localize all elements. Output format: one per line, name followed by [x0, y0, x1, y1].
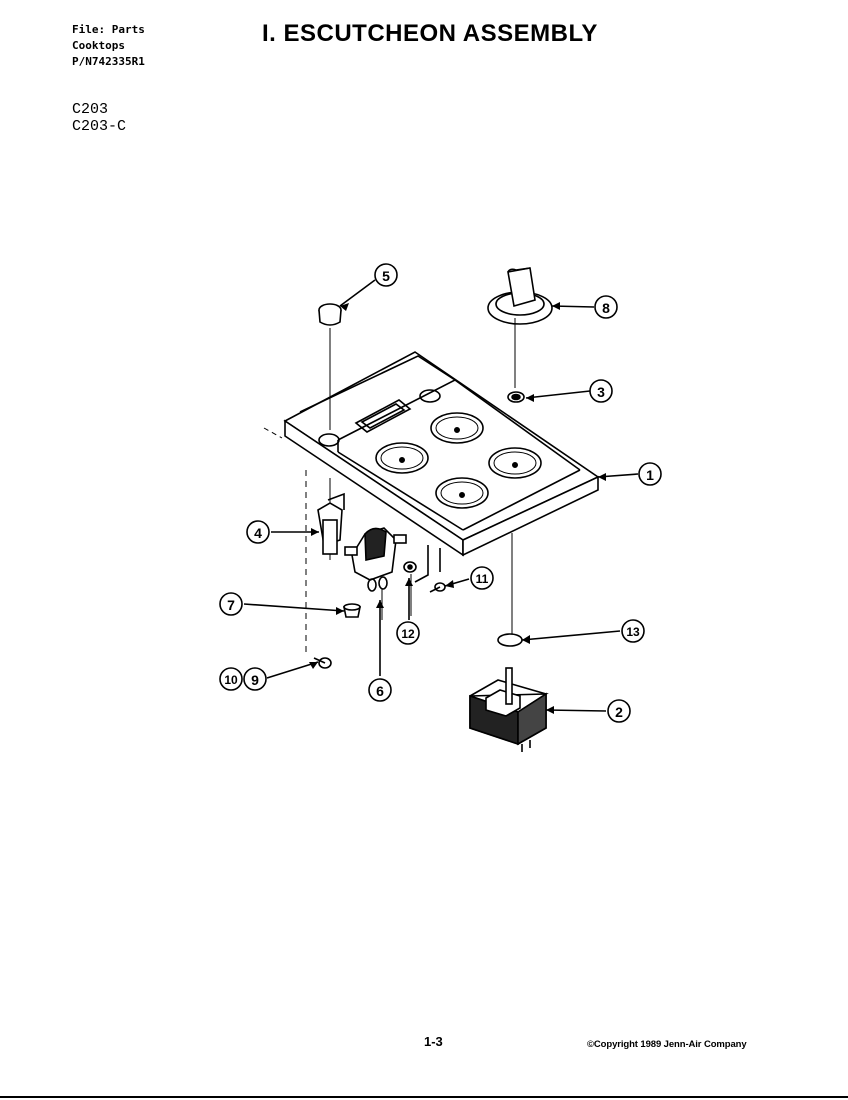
file-label: File: Parts: [72, 23, 145, 36]
infinite-switch-part-2: [469, 667, 549, 752]
callout-label-4: 4: [254, 525, 262, 541]
screw-part-9: [313, 657, 332, 669]
nut-part-12: [403, 561, 417, 573]
callout-label-13: 13: [626, 625, 640, 639]
page-title: I. ESCUTCHEON ASSEMBLY: [262, 20, 598, 47]
escutcheon-panel: [283, 351, 600, 583]
callout-label-5: 5: [382, 268, 390, 284]
callout-circle-8: [594, 295, 618, 319]
callout-circle-7: [219, 592, 243, 616]
grommet-part-7: [343, 603, 361, 618]
bottom-border: [0, 1096, 848, 1098]
callout-circle-3: [589, 379, 613, 403]
callout-label-9: 9: [251, 672, 259, 688]
callout-circle-13: [621, 619, 645, 643]
callout-circle-1: [638, 462, 662, 486]
callout-label-12: 12: [401, 627, 415, 641]
callout-circle-5: [374, 263, 398, 287]
callout-circle-11: [470, 566, 494, 590]
callout-circle-4: [246, 520, 270, 544]
callout-label-7: 7: [227, 597, 235, 613]
knob-part: [487, 267, 553, 388]
model-list: C203 C203-C: [72, 101, 126, 135]
callout-label-8: 8: [602, 300, 610, 316]
callout-circle-6: [368, 678, 392, 702]
part-number-label: P/N742335R1: [72, 55, 145, 68]
callout-circle-10: [219, 667, 243, 691]
screw-part-11: [429, 582, 446, 593]
callout-circle-9: [243, 667, 267, 691]
category-label: Cooktops: [72, 39, 125, 52]
callout-label-11: 11: [476, 572, 489, 586]
model-c203-c: C203-C: [72, 118, 127, 135]
copyright-notice: ©Copyright 1989 Jenn-Air Company: [587, 1039, 747, 1050]
cap-part-5: [318, 303, 342, 430]
switch-part-6: [344, 527, 407, 592]
ring-part-3: [507, 391, 525, 403]
lamp-holder-part-4: [317, 478, 345, 560]
washer-part-13: [497, 533, 523, 647]
callout-label-10: 10: [224, 673, 238, 687]
callout-circle-2: [607, 699, 631, 723]
callout-label-6: 6: [376, 683, 384, 699]
page-number: 1-3: [424, 1034, 443, 1049]
callout-circle-12: [396, 621, 420, 645]
callout-label-3: 3: [597, 384, 605, 400]
model-c203: C203: [72, 101, 109, 118]
callout-label-1: 1: [646, 467, 654, 483]
callout-label-2: 2: [615, 704, 623, 720]
